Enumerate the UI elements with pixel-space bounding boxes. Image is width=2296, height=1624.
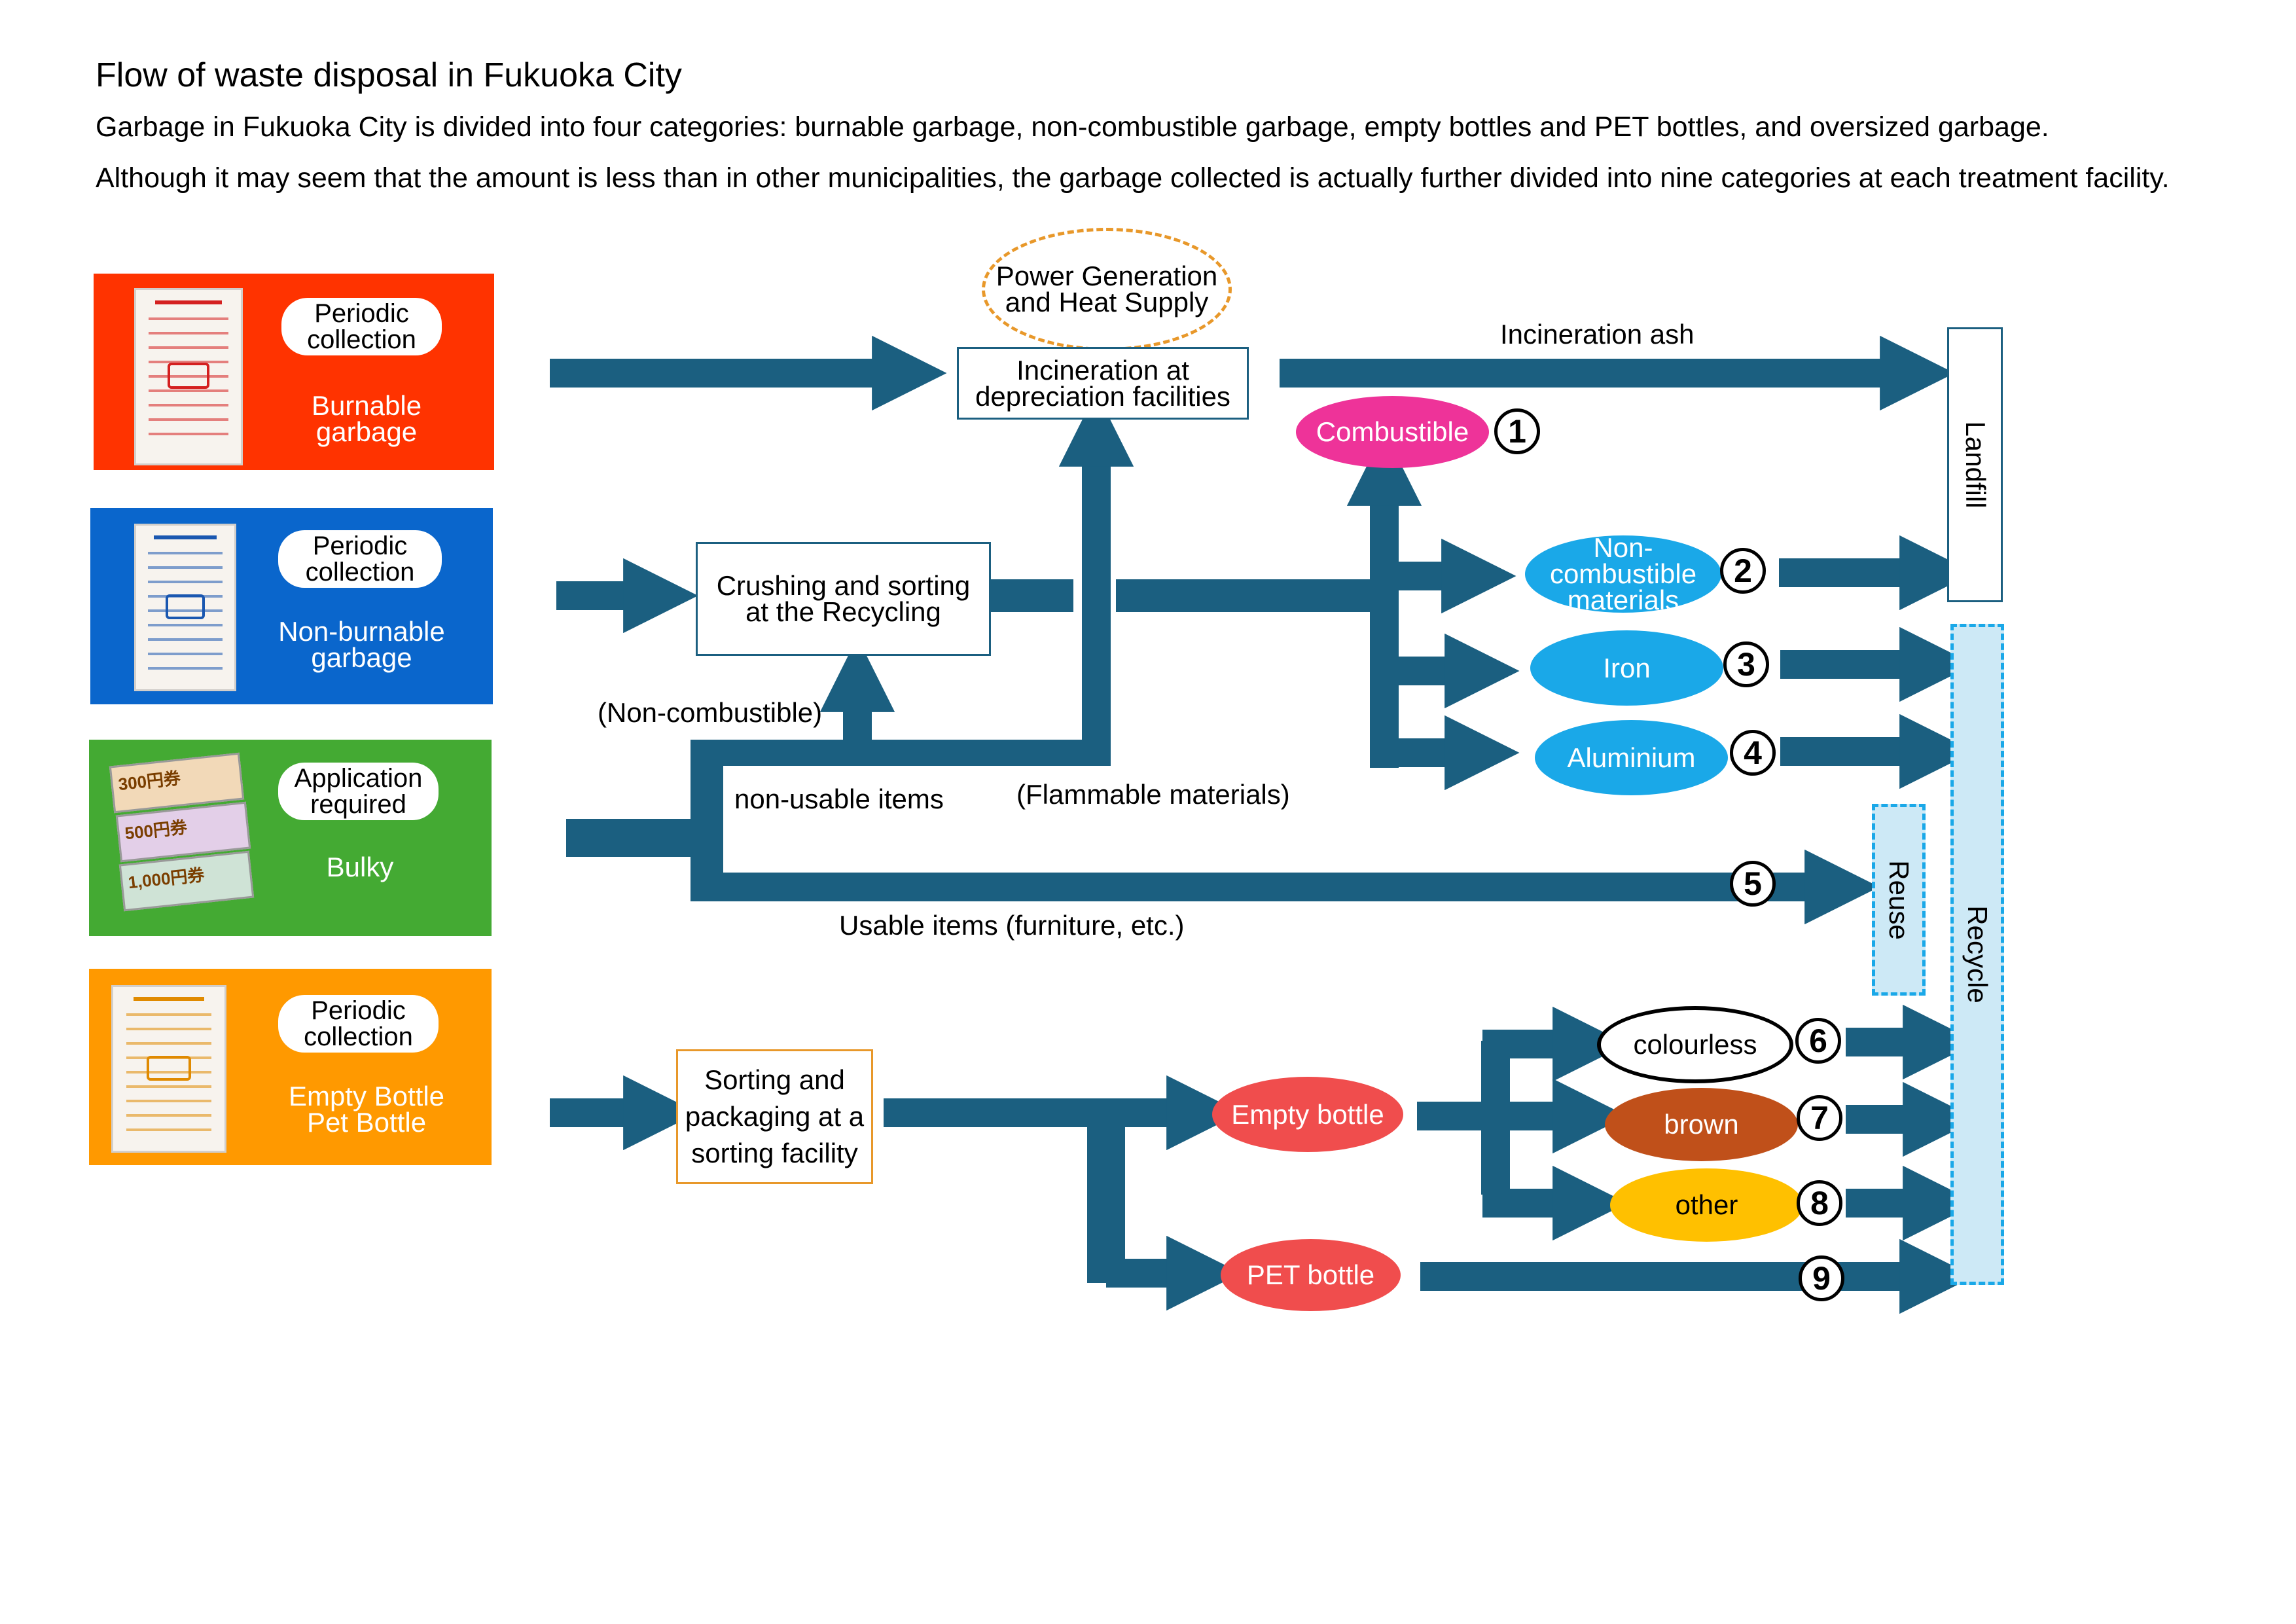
bottle-badge: Periodic collection — [278, 995, 439, 1053]
power-generation-node: Power Generation and Heat Supply — [982, 228, 1232, 351]
recycle-box: Recycle — [1950, 624, 2004, 1285]
nonburnable-name: Non-burnable garbage — [278, 616, 445, 673]
incineration-ash-label: Incineration ash — [1500, 319, 1695, 350]
brown-node: brown — [1605, 1088, 1798, 1161]
burnable-bag-image — [134, 288, 243, 465]
sorting-node: Sorting and packaging at a sorting facil… — [676, 1049, 873, 1184]
reuse-box: Reuse — [1872, 804, 1926, 996]
nonburnable-badge: Periodic collection — [278, 530, 442, 588]
number-6-icon: 6 — [1795, 1018, 1841, 1064]
colourless-node: colourless — [1597, 1006, 1793, 1083]
bottle-name: Empty Bottle Pet Bottle — [288, 1081, 445, 1138]
crushing-node: Crushing and sorting at the Recycling — [696, 542, 991, 656]
non-combustible-label: (Non-combustible) — [598, 697, 823, 728]
aluminium-node: Aluminium — [1535, 720, 1728, 795]
reuse-label: Reuse — [1884, 859, 1914, 940]
bulky-badge: Application required — [278, 763, 439, 820]
number-4-icon: 4 — [1730, 730, 1776, 776]
landfill-box: Landfill — [1947, 327, 2003, 602]
combustible-node: Combustible — [1296, 396, 1489, 468]
number-9-icon: 9 — [1799, 1255, 1844, 1301]
number-5-icon: 5 — [1730, 861, 1776, 907]
non-combustible-materials-node: Non-combustible materials — [1525, 535, 1721, 613]
incineration-node: Incineration at depreciation facilities — [957, 347, 1249, 420]
number-2-icon: 2 — [1720, 548, 1766, 594]
number-7-icon: 7 — [1797, 1095, 1842, 1141]
page-title: Flow of waste disposal in Fukuoka City — [96, 56, 682, 94]
usable-items-label: Usable items (furniture, etc.) — [839, 910, 1185, 941]
intro-line-1: Garbage in Fukuoka City is divided into … — [96, 111, 2049, 143]
landfill-label: Landfill — [1960, 421, 1991, 509]
number-8-icon: 8 — [1797, 1180, 1842, 1226]
burnable-name: Burnable garbage — [311, 390, 422, 447]
bottle-bag-image — [111, 985, 226, 1153]
nonburnable-bag-image — [134, 524, 236, 691]
iron-node: Iron — [1530, 630, 1723, 706]
flammable-label: (Flammable materials) — [1016, 779, 1290, 810]
non-usable-label: non-usable items — [734, 784, 944, 814]
bulky-tickets-image: 300円券 500円券 1,000円券 — [108, 752, 255, 912]
bulky-name: Bulky — [326, 852, 394, 882]
number-1-icon: 1 — [1494, 408, 1540, 454]
burnable-badge: Periodic collection — [281, 298, 442, 355]
intro-line-2: Although it may seem that the amount is … — [96, 162, 2170, 194]
empty-bottle-node: Empty bottle — [1212, 1077, 1403, 1152]
number-3-icon: 3 — [1723, 641, 1769, 687]
pet-bottle-node: PET bottle — [1221, 1239, 1401, 1311]
other-node: other — [1610, 1168, 1803, 1242]
recycle-label: Recycle — [1962, 905, 1993, 1003]
